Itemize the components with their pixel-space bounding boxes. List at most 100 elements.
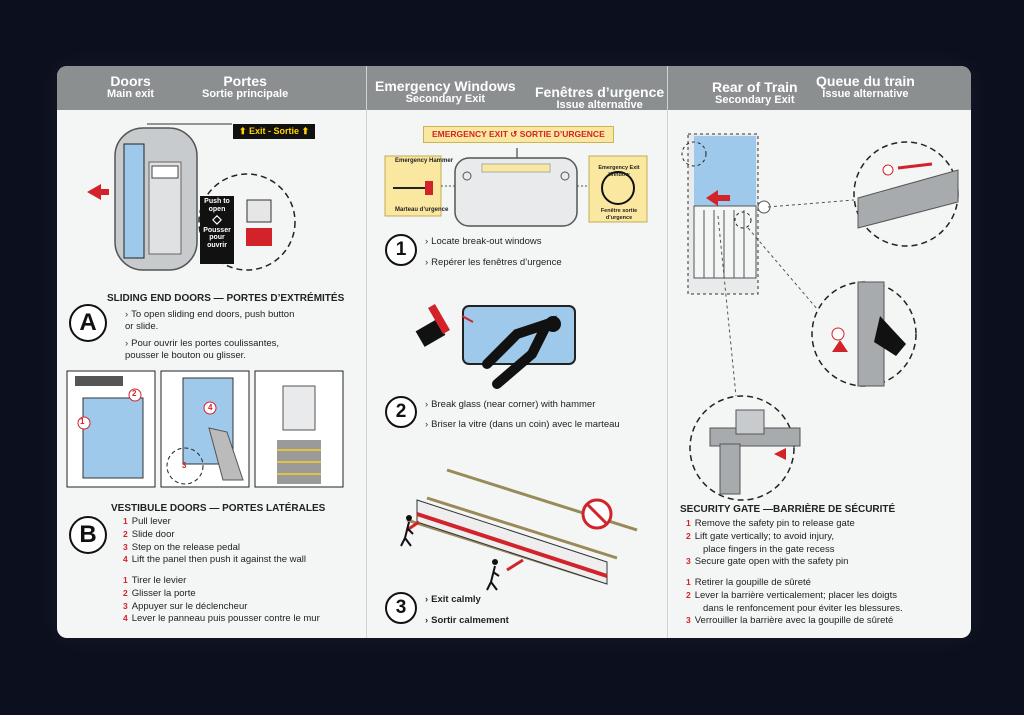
step-text: place fingers in the gate recess [703, 543, 835, 555]
exit-train-illustration [400, 468, 638, 591]
step-2-fr-text: Briser la vitre (dans un coin) avec le m… [431, 419, 620, 430]
step-number: 4 [123, 613, 128, 624]
step-number: 2 [123, 528, 128, 539]
doors-title-en: Doors [110, 73, 151, 89]
doors-heading-fr: Portes Sortie principale [202, 74, 288, 100]
step-text: Pull lever [131, 516, 171, 527]
step-text: dans le renfoncement pour éviter les ble… [703, 602, 903, 614]
bullet-arrow-icon: › [425, 236, 429, 247]
callout-1: 1 [80, 417, 85, 426]
header-band [668, 66, 971, 110]
window-label-bottom: Fenêtre sortie d’urgence [600, 208, 638, 221]
rear-heading-fr: Queue du train Issue alternative [816, 74, 915, 100]
step-text: Glisser la porte [131, 587, 196, 599]
step-1-fr: ›Repérer les fenêtres d’urgence [425, 257, 562, 269]
bullet-arrow-icon: › [425, 615, 429, 626]
list-item: dans le renfoncement pour éviter les ble… [686, 603, 903, 616]
step-1-en-text: Locate break-out windows [431, 236, 542, 247]
step-2-en-text: Break glass (near corner) with hammer [431, 399, 596, 410]
step-text: Slide door [131, 528, 175, 540]
sliding-doors-fr: ›Pour ouvrir les portes coulissantes, po… [125, 338, 315, 362]
step-text: Tirer le levier [131, 575, 187, 586]
rear-title-fr: Queue du train [816, 73, 915, 89]
safety-card: Doors Main exit Portes Sortie principale… [57, 66, 971, 638]
hammer-label-top: Emergency Hammer [395, 158, 454, 164]
sliding-doors-fr-text: Pour ouvrir les portes coulissantes, pou… [125, 338, 280, 361]
step-text: Secure gate open with the safety pin [694, 556, 849, 568]
doors-title-fr: Portes [223, 73, 267, 89]
panel-rear-of-train: Rear of Train Secondary Exit Queue du tr… [667, 66, 971, 638]
bullet-arrow-icon: › [125, 309, 129, 320]
step-text: Remove the safety pin to release gate [694, 518, 855, 529]
emergency-exit-banner: EMERGENCY EXIT ↺ SORTIE D’URGENCE [423, 126, 614, 143]
security-gate-title: SECURITY GATE —BARRIÈRE DE SÉCURITÉ [680, 504, 896, 515]
bullet-arrow-icon: › [425, 399, 429, 410]
step-1-number: 1 [385, 234, 417, 266]
rear-heading-en: Rear of Train Secondary Exit [712, 80, 798, 106]
step-text: Verrouiller la barrière avec la goupille… [694, 615, 894, 627]
step-text: Lever le panneau puis pousser contre le … [131, 613, 320, 625]
windows-title-en: Emergency Windows [375, 78, 516, 94]
sliding-doors-en: ›To open sliding end doors, push button … [125, 309, 295, 333]
rear-subtitle-en: Secondary Exit [715, 94, 795, 106]
step-number: 1 [123, 516, 128, 526]
sliding-doors-en-text: To open sliding end doors, push button o… [125, 309, 295, 332]
step-2-number: 2 [385, 396, 417, 428]
vestibule-illustrations [66, 370, 344, 488]
step-number: 4 [123, 554, 128, 565]
windows-heading-en: Emergency Windows Secondary Exit [375, 79, 516, 105]
windows-title-fr: Fenêtres d’urgence [535, 84, 665, 100]
push-to-open-fr: Pousser pour ouvrir [203, 226, 231, 249]
step-number: 2 [686, 589, 691, 600]
panel-emergency-windows: Emergency Windows Secondary Exit Fenêtre… [366, 66, 668, 638]
window-label-top: Emergency Exit Window [598, 165, 640, 178]
callout-2: 2 [132, 389, 137, 398]
window-locate-illustration [384, 148, 648, 227]
step-number: 3 [123, 541, 128, 552]
bullet-arrow-icon: › [425, 594, 429, 605]
step-3-en-text: Exit calmly [431, 594, 481, 605]
doors-heading-en: Doors Main exit [107, 74, 154, 100]
doors-subtitle-fr: Sortie principale [202, 88, 289, 100]
step-3-en: ›Exit calmly [425, 594, 481, 606]
exit-sign-arrow-icon: ⬆ [299, 126, 310, 136]
step-number: 1 [123, 575, 128, 585]
door-illustration [87, 123, 296, 271]
step-3-fr: ›Sortir calmement [425, 615, 509, 627]
step-number: 3 [686, 615, 691, 626]
exit-sign-label: Exit - Sortie [249, 126, 300, 136]
step-text: Lever la barrière verticalement; placer … [694, 589, 897, 601]
windows-heading-fr: Fenêtres d’urgence Issue alternative [535, 85, 664, 111]
step-3-number: 3 [385, 592, 417, 624]
step-text: Retirer la goupille de sûreté [694, 577, 811, 588]
rear-subtitle-fr: Issue alternative [822, 88, 909, 100]
vestibule-doors-title: VESTIBULE DOORS — PORTES LATÉRALES [111, 503, 326, 514]
rear-title-en: Rear of Train [712, 79, 798, 95]
step-number: 1 [686, 518, 691, 528]
doors-subtitle-en: Main exit [107, 88, 155, 100]
push-button-icon: ◇ [212, 212, 222, 227]
push-to-open-sign: Push to open ◇ Pousser pour ouvrir [201, 198, 233, 250]
step-text: Step on the release pedal [131, 541, 241, 553]
section-b-letter: B [69, 516, 107, 554]
sliding-doors-title: SLIDING END DOORS — PORTES D’EXTRÉMITÉS [107, 293, 345, 304]
step-text: Lift the panel then push it against the … [131, 554, 307, 566]
step-1-fr-text: Repérer les fenêtres d’urgence [431, 257, 562, 268]
step-1-en: ›Locate break-out windows [425, 236, 542, 248]
step-3-fr-text: Sortir calmement [431, 615, 509, 626]
step-2-en: ›Break glass (near corner) with hammer [425, 399, 595, 411]
step-text: Lift gate vertically; to avoid injury, [694, 530, 834, 542]
step-number: 2 [123, 587, 128, 598]
